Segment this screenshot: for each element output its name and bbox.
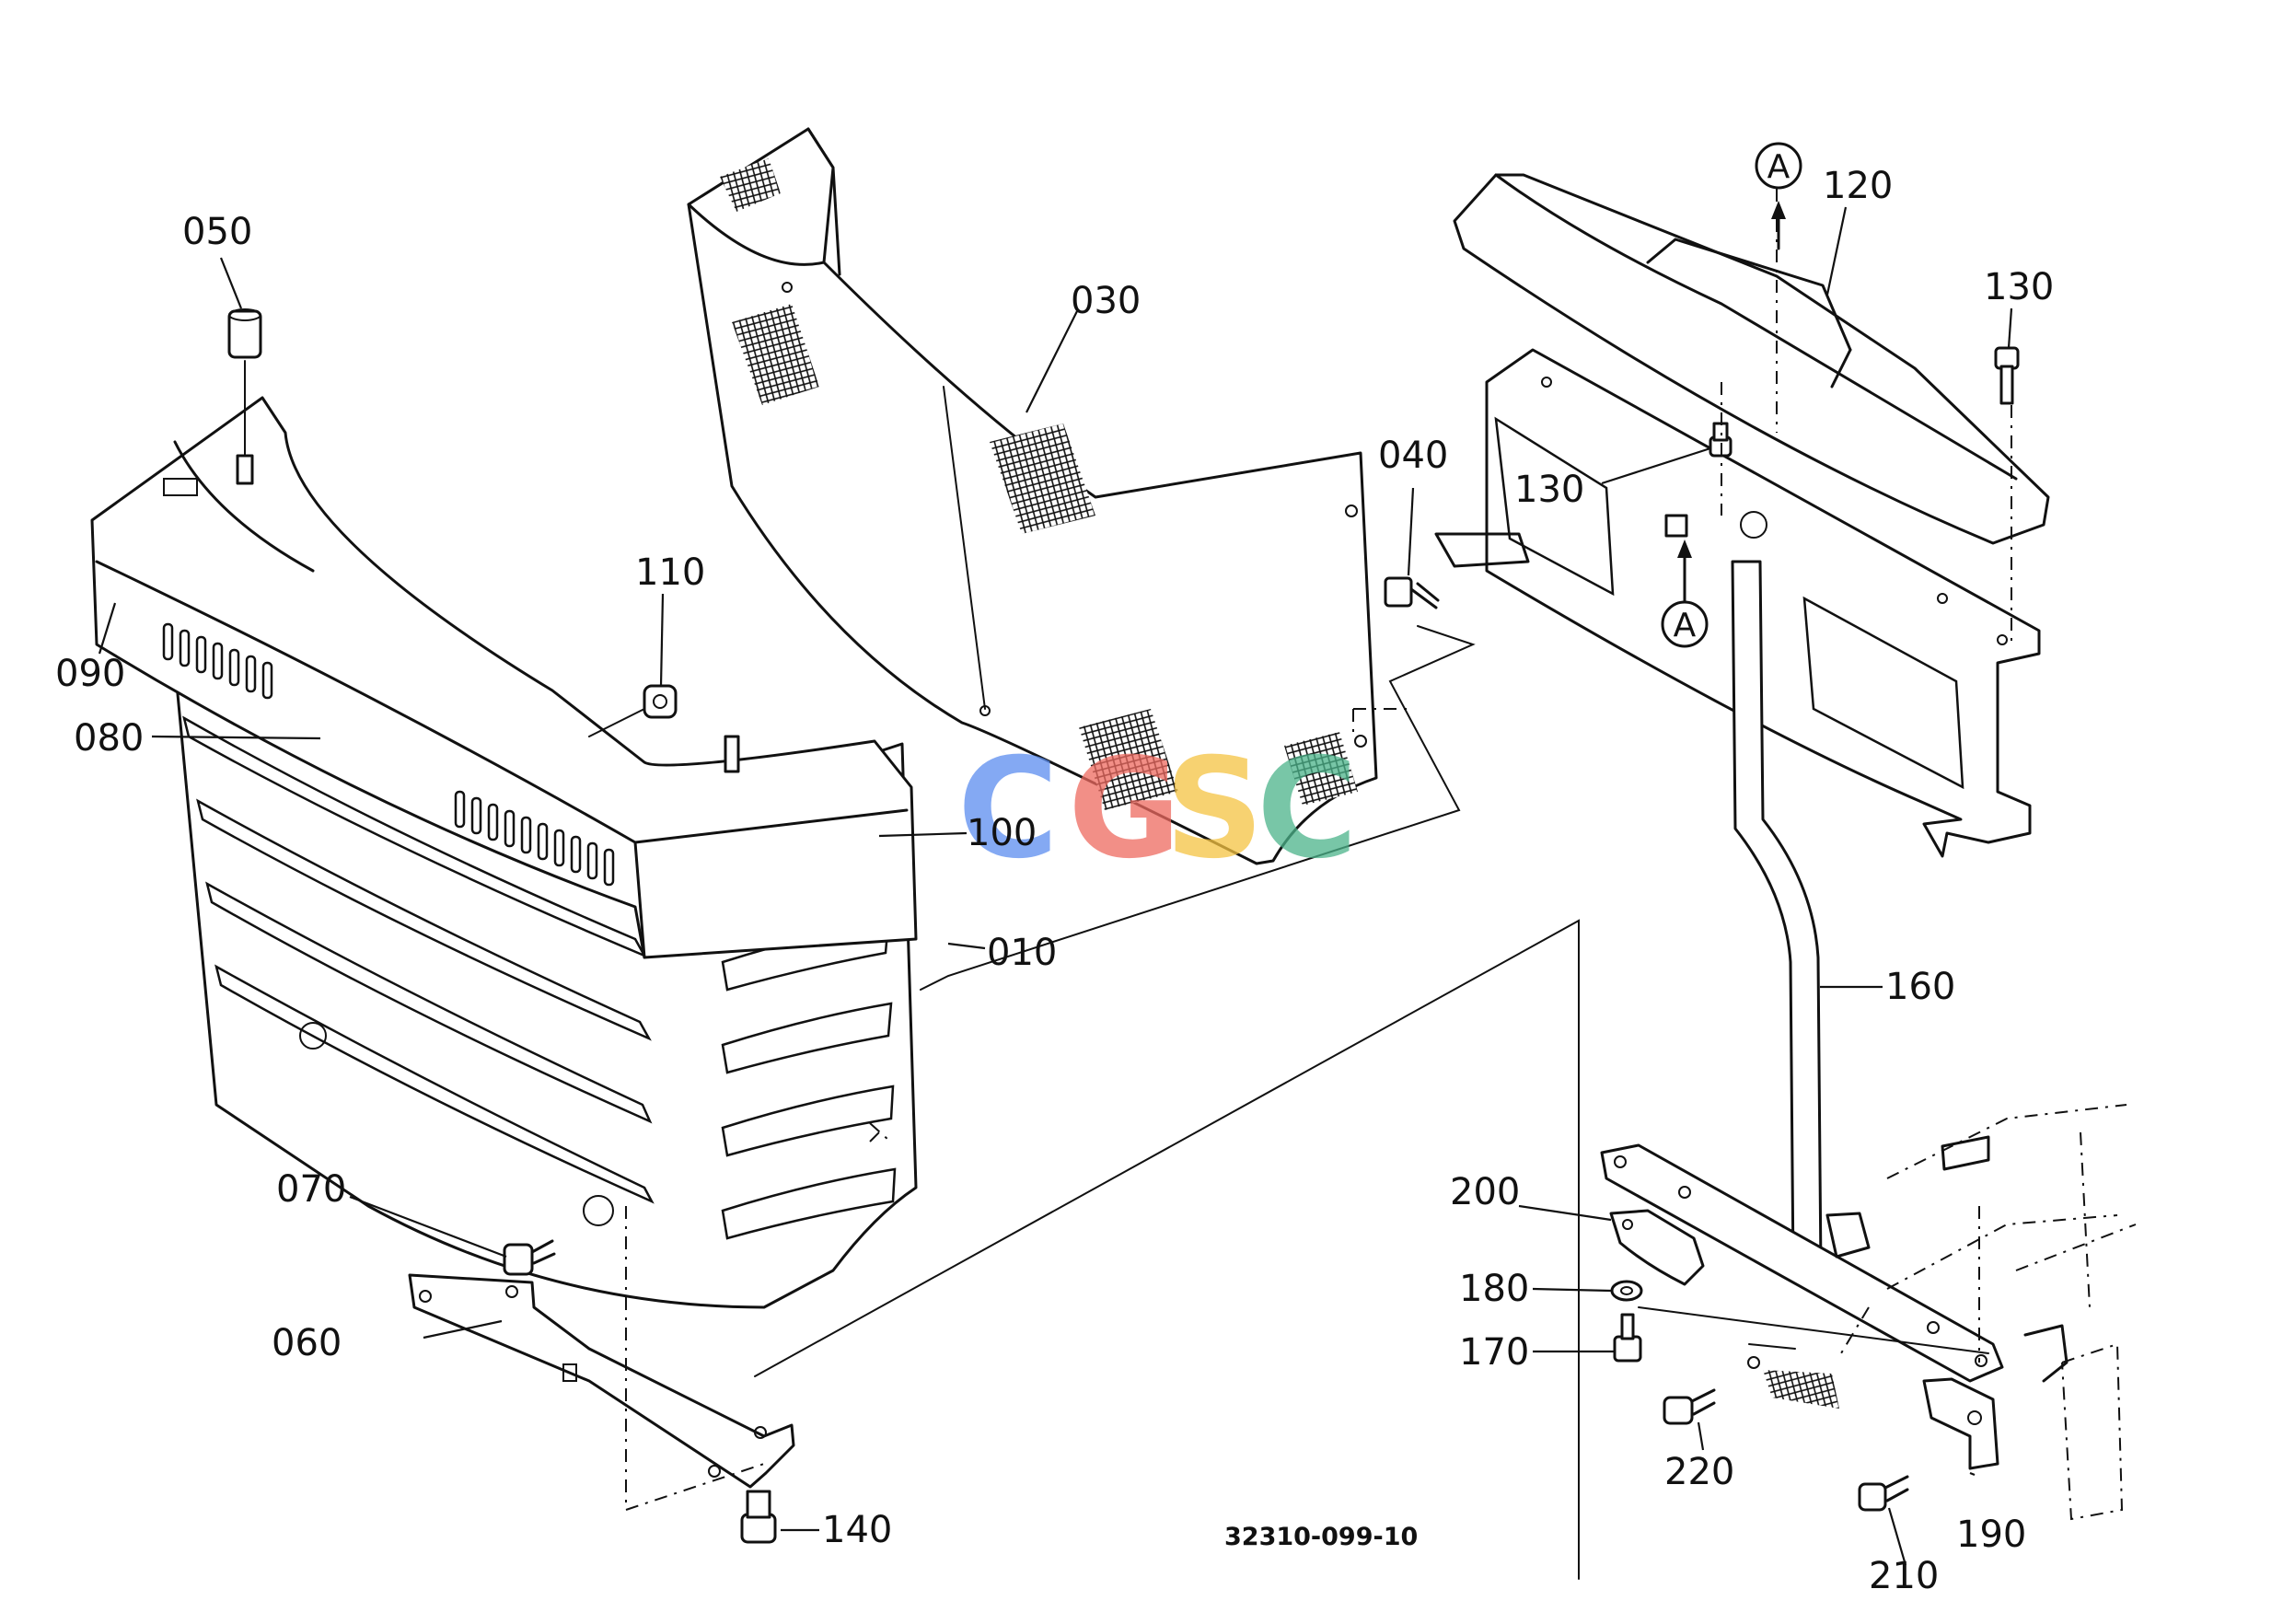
bolt-220 <box>1663 1356 1839 1425</box>
part-label-220: 220 <box>1664 1451 1734 1493</box>
bolt-170 <box>1613 1313 1642 1363</box>
nut-110 <box>588 684 740 773</box>
watermark-letter-2: G <box>1068 729 1181 889</box>
vehicle-frame-phantom <box>1840 1104 2137 1521</box>
washer-180 <box>1610 1280 1643 1302</box>
part-label-130-lower: 130 <box>1514 469 1584 511</box>
part-label-040: 040 <box>1378 435 1448 477</box>
part-label-140: 140 <box>822 1509 892 1551</box>
side-cover-030 <box>687 127 1378 865</box>
bracket-190 <box>1922 1377 1999 1470</box>
part-label-200: 200 <box>1450 1171 1520 1213</box>
watermark-letter-1: C <box>957 729 1059 889</box>
ref-a-bottom-letter: A <box>1674 607 1697 644</box>
part-label-090: 090 <box>55 653 125 695</box>
part-label-210: 210 <box>1869 1555 1939 1597</box>
collar-050 <box>227 308 262 485</box>
arrow-a-top <box>1771 201 1786 250</box>
arrow-a-bottom <box>1664 514 1692 605</box>
watermark-letter-4: C <box>1257 729 1358 889</box>
part-label-050: 050 <box>182 211 252 253</box>
ref-circle-a-bottom: A <box>1661 600 1709 648</box>
grille-top-080 <box>90 396 918 959</box>
part-label-120: 120 <box>1823 165 1893 207</box>
bolt-210 <box>1858 1475 1909 1512</box>
vent-slots-left <box>162 622 273 700</box>
bolt-040 <box>1384 576 1440 609</box>
part-label-100: 100 <box>967 812 1037 854</box>
watermark-letter-3: S <box>1165 729 1264 889</box>
grille-010 <box>173 624 918 1309</box>
top-panel-120 <box>1453 173 2050 545</box>
bracket-060 <box>408 1273 795 1489</box>
bolt-070 <box>503 1239 556 1276</box>
part-label-060: 060 <box>272 1322 342 1364</box>
part-label-070: 070 <box>276 1168 346 1211</box>
part-labels: 010 030 040 050 060 070 080 090 100 110 … <box>55 165 2054 1597</box>
part-label-180: 180 <box>1459 1268 1529 1310</box>
part-label-190: 190 <box>1956 1514 2026 1556</box>
ref-circle-a-top: A <box>1755 142 1802 190</box>
part-label-170: 170 <box>1459 1331 1529 1374</box>
part-label-010: 010 <box>987 932 1057 974</box>
bolt-140 <box>740 1490 777 1544</box>
part-label-160: 160 <box>1885 966 1955 1008</box>
part-label-030: 030 <box>1071 280 1141 322</box>
bolt-130-upper <box>1994 346 2020 405</box>
part-label-080: 080 <box>74 717 144 760</box>
bracket-200 <box>1600 1143 2004 1383</box>
watermark-logo: C G S C <box>957 729 1358 889</box>
drawing-number: 32310-099-10 <box>1224 1523 1418 1551</box>
part-label-130-upper: 130 <box>1984 266 2054 308</box>
ref-a-top-letter: A <box>1767 148 1790 186</box>
vent-slots-right <box>454 790 615 887</box>
leader-lines <box>98 206 2013 1566</box>
part-label-110: 110 <box>635 551 705 594</box>
